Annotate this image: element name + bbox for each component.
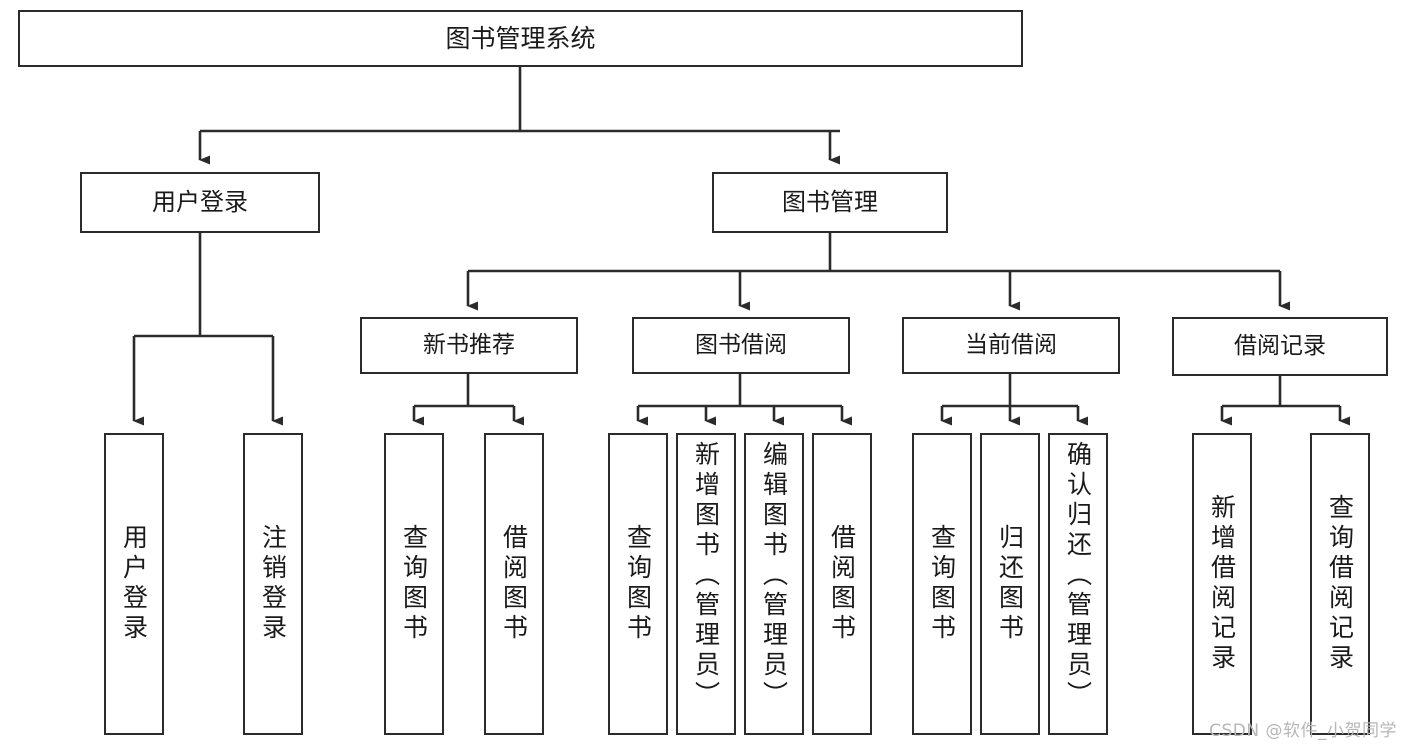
node-label: 用户登录 — [119, 524, 149, 644]
node-label: 归还图书 — [995, 524, 1025, 644]
leaf-new-book-query-book[interactable]: 查询图书 — [384, 433, 444, 735]
leaf-book-borrow-borrow-book[interactable]: 借阅图书 — [812, 433, 872, 735]
leaf-new-book-borrow-book[interactable]: 借阅图书 — [484, 433, 544, 735]
node-label: 确认归还（管理员） — [1063, 441, 1093, 711]
leaf-borrow-record-add-record[interactable]: 新增借阅记录 — [1192, 433, 1252, 735]
csdn-watermark: CSDN @软件_小贺同学 — [1209, 721, 1397, 741]
node-label: 图书借阅 — [695, 332, 787, 359]
leaf-book-borrow-query-book[interactable]: 查询图书 — [608, 433, 668, 735]
leaf-borrow-record-query-record[interactable]: 查询借阅记录 — [1310, 433, 1370, 735]
leaf-current-borrow-query-book[interactable]: 查询图书 — [912, 433, 972, 735]
leaf-book-borrow-add-book-admin[interactable]: 新增图书（管理员） — [676, 433, 736, 735]
node-label: 当前借阅 — [965, 332, 1057, 359]
leaf-user-login-login[interactable]: 用户登录 — [104, 433, 164, 735]
leaf-user-login-logout[interactable]: 注销登录 — [243, 433, 303, 735]
node-label: 图书管理 — [782, 187, 878, 216]
node-label: 借阅记录 — [1234, 333, 1326, 360]
node-label: 查询借阅记录 — [1325, 494, 1355, 674]
node-current-borrow[interactable]: 当前借阅 — [902, 317, 1120, 374]
node-label: 新增借阅记录 — [1207, 494, 1237, 674]
node-label: 新书推荐 — [423, 332, 515, 359]
node-user-login[interactable]: 用户登录 — [80, 172, 320, 233]
node-root-book-management-system[interactable]: 图书管理系统 — [18, 10, 1023, 67]
node-label: 用户登录 — [152, 187, 248, 216]
node-label: 借阅图书 — [499, 524, 529, 644]
node-label: 注销登录 — [258, 524, 288, 644]
leaf-current-borrow-return-book[interactable]: 归还图书 — [980, 433, 1040, 735]
node-label: 图书管理系统 — [445, 24, 596, 53]
leaf-book-borrow-edit-book-admin[interactable]: 编辑图书（管理员） — [744, 433, 804, 735]
node-label: 查询图书 — [927, 524, 957, 644]
node-label: 查询图书 — [399, 524, 429, 644]
node-label: 借阅图书 — [827, 524, 857, 644]
leaf-current-borrow-confirm-return-admin[interactable]: 确认归还（管理员） — [1048, 433, 1108, 735]
node-new-book-recommend[interactable]: 新书推荐 — [360, 317, 578, 374]
node-borrow-record[interactable]: 借阅记录 — [1172, 317, 1388, 376]
node-label: 编辑图书（管理员） — [759, 441, 789, 711]
node-book-management[interactable]: 图书管理 — [712, 172, 948, 233]
node-book-borrow[interactable]: 图书借阅 — [632, 317, 850, 374]
node-label: 查询图书 — [623, 524, 653, 644]
node-label: 新增图书（管理员） — [691, 441, 721, 711]
